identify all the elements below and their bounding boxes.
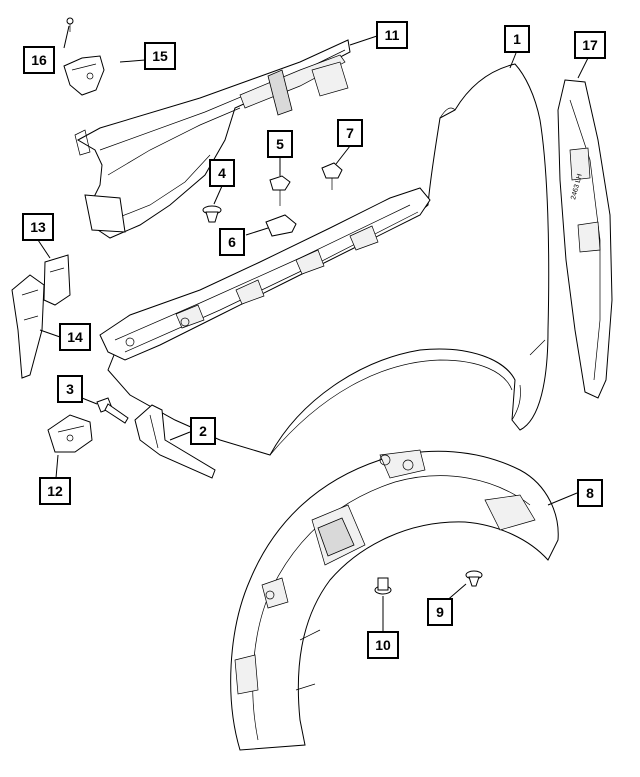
- push-pin-4-part: [202, 205, 222, 223]
- callout-11-label: 11: [385, 27, 400, 43]
- callout-4: 4: [209, 159, 235, 187]
- callout-13-label: 13: [30, 219, 46, 235]
- callout-6: 6: [219, 228, 245, 256]
- callout-9-label: 9: [436, 604, 444, 620]
- bracket-2-part: [134, 404, 216, 479]
- callout-5-label: 5: [276, 136, 284, 152]
- callout-16: 16: [23, 46, 55, 74]
- callout-15: 15: [144, 42, 176, 70]
- callout-1: 1: [504, 25, 530, 53]
- callout-2-label: 2: [199, 423, 207, 439]
- fender-rail-part: [99, 187, 431, 361]
- clip-6-part: [265, 214, 297, 237]
- callout-10: 10: [367, 631, 399, 659]
- bracket-13-part: [43, 254, 71, 306]
- wheelhouse-liner-part: [230, 449, 559, 751]
- callout-7: 7: [337, 119, 363, 147]
- callout-14-label: 14: [67, 329, 83, 345]
- upper-rail-part: [74, 39, 351, 239]
- callout-5: 5: [267, 130, 293, 158]
- callout-1-label: 1: [513, 31, 521, 47]
- callout-12: 12: [39, 477, 71, 505]
- liner-panel-17-part: 2463 LH: [557, 79, 613, 399]
- callout-17-label: 17: [582, 37, 598, 53]
- callout-10-label: 10: [375, 637, 391, 653]
- callout-2: 2: [190, 417, 216, 445]
- callout-17: 17: [574, 31, 606, 59]
- callout-6-label: 6: [228, 234, 236, 250]
- callout-14: 14: [59, 323, 91, 351]
- callout-4-label: 4: [218, 165, 226, 181]
- bracket-15-part: [63, 55, 105, 96]
- callout-12-label: 12: [47, 483, 63, 499]
- callout-3: 3: [57, 375, 83, 403]
- screw-7-part: [321, 162, 343, 190]
- callout-7-label: 7: [346, 125, 354, 141]
- push-pin-9-part: [465, 570, 483, 587]
- callout-13: 13: [22, 213, 54, 241]
- bracket-12-part: [47, 414, 93, 453]
- screw-5-part: [269, 175, 291, 206]
- callout-15-label: 15: [152, 48, 168, 64]
- push-pin-10-part: [374, 577, 392, 595]
- callout-11: 11: [376, 21, 408, 49]
- bolt-3-part: [96, 397, 129, 424]
- callout-8: 8: [577, 479, 603, 507]
- callout-3-label: 3: [66, 381, 74, 397]
- callout-9: 9: [427, 598, 453, 626]
- side-bracket-part: [11, 274, 45, 379]
- callout-8-label: 8: [586, 485, 594, 501]
- callout-16-label: 16: [31, 52, 47, 68]
- screw-16-part: [66, 17, 74, 32]
